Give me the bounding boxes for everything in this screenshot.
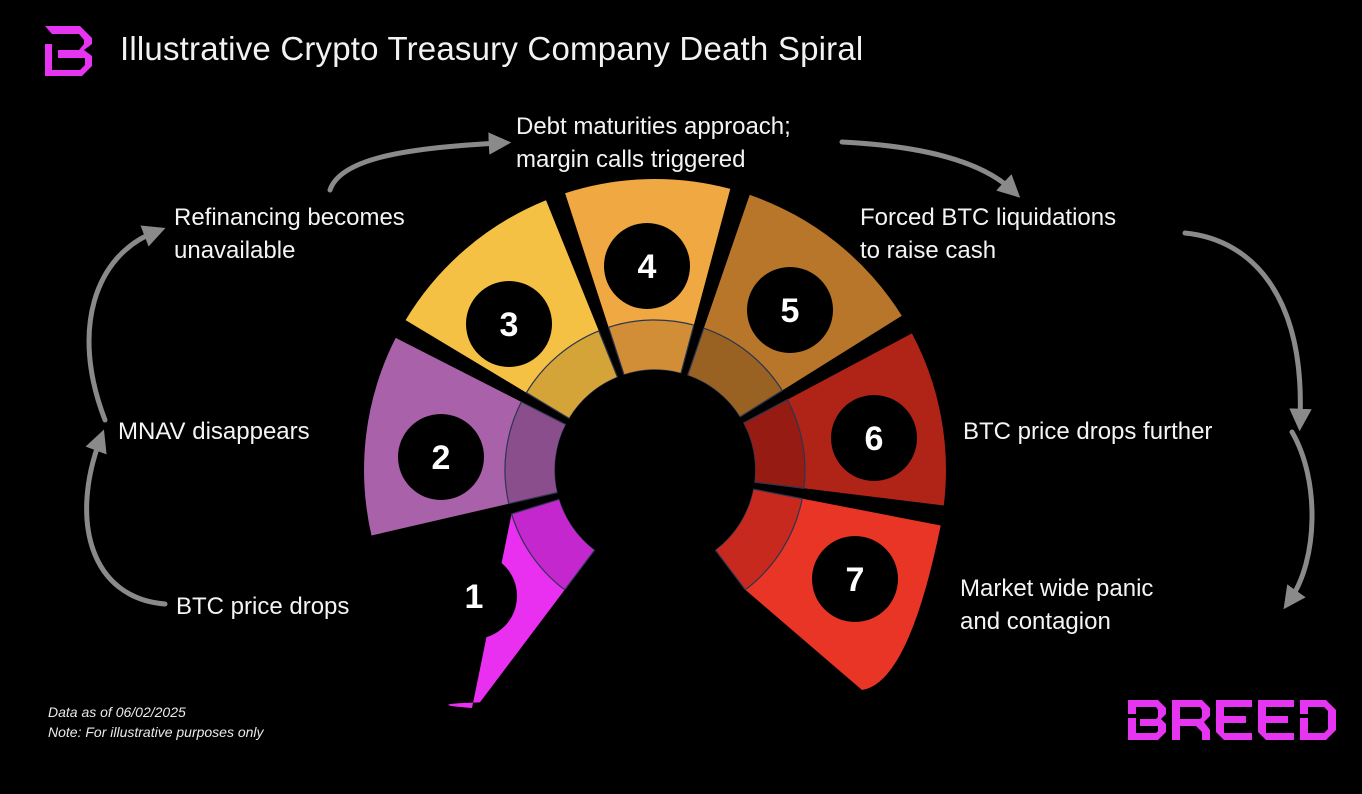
step-4-number: 4 [638, 248, 657, 286]
breed-wordmark-logo [1128, 700, 1336, 740]
breed-b-logo-icon [45, 26, 92, 76]
step-7-label-line2: and contagion [960, 608, 1111, 635]
step-4-label-line1: Debt maturities approach; [516, 113, 791, 140]
flow-arrows [84, 132, 1315, 610]
step-2-number: 2 [432, 439, 451, 477]
step-6-badge [831, 395, 917, 481]
step-4-label-line2: margin calls triggered [516, 146, 746, 173]
step-3-label-line1: Refinancing becomes [174, 204, 405, 231]
step-3-number: 3 [500, 306, 519, 344]
step-4-badge [604, 223, 690, 309]
segment-1-inner [510, 498, 596, 591]
arrow-5-to-6 [1182, 230, 1312, 432]
step-7-number: 7 [846, 561, 865, 599]
step-5-badge [747, 267, 833, 353]
data-date-note: Data as of 06/02/2025 [48, 704, 186, 720]
segment-4-inner [607, 319, 695, 376]
step-3-label-line2: unavailable [174, 237, 296, 264]
page-title: Illustrative Crypto Treasury Company Dea… [120, 30, 864, 67]
step-2-badge [398, 414, 484, 500]
step-6-label: BTC price drops further [963, 418, 1213, 445]
step-5-number: 5 [781, 292, 800, 330]
step-1-number: 1 [465, 578, 484, 616]
step-5-label-line2: to raise cash [860, 237, 997, 264]
step-3-badge [466, 281, 552, 367]
arrow-6-to-7 [1283, 429, 1315, 610]
center-hole [555, 370, 755, 570]
arrow-4-to-5 [839, 139, 1021, 198]
step-7-label: Market wide panic and contagion [960, 572, 1153, 638]
footer-notes: Data as of 06/02/2025 Note: For illustra… [48, 702, 264, 742]
arrow-1-to-2 [84, 429, 168, 607]
step-5-label: Forced BTC liquidations to raise cash [860, 201, 1116, 267]
disclaimer-note: Note: For illustrative purposes only [48, 724, 264, 740]
arrow-2-to-3 [86, 225, 166, 423]
step-1-label: BTC price drops [176, 593, 350, 620]
step-1-badge [431, 553, 517, 639]
step-4-label: Debt maturities approach; margin calls t… [516, 110, 791, 176]
step-6-number: 6 [865, 420, 884, 458]
step-3-label: Refinancing becomes unavailable [174, 201, 405, 267]
arrow-3-to-4 [327, 132, 512, 193]
step-7-badge [812, 536, 898, 622]
step-5-label-line1: Forced BTC liquidations [860, 204, 1117, 231]
step-7-label-line1: Market wide panic [960, 575, 1154, 602]
segment-ring: 1 2 3 4 5 6 7 [364, 178, 946, 708]
step-2-label: MNAV disappears [118, 418, 310, 445]
